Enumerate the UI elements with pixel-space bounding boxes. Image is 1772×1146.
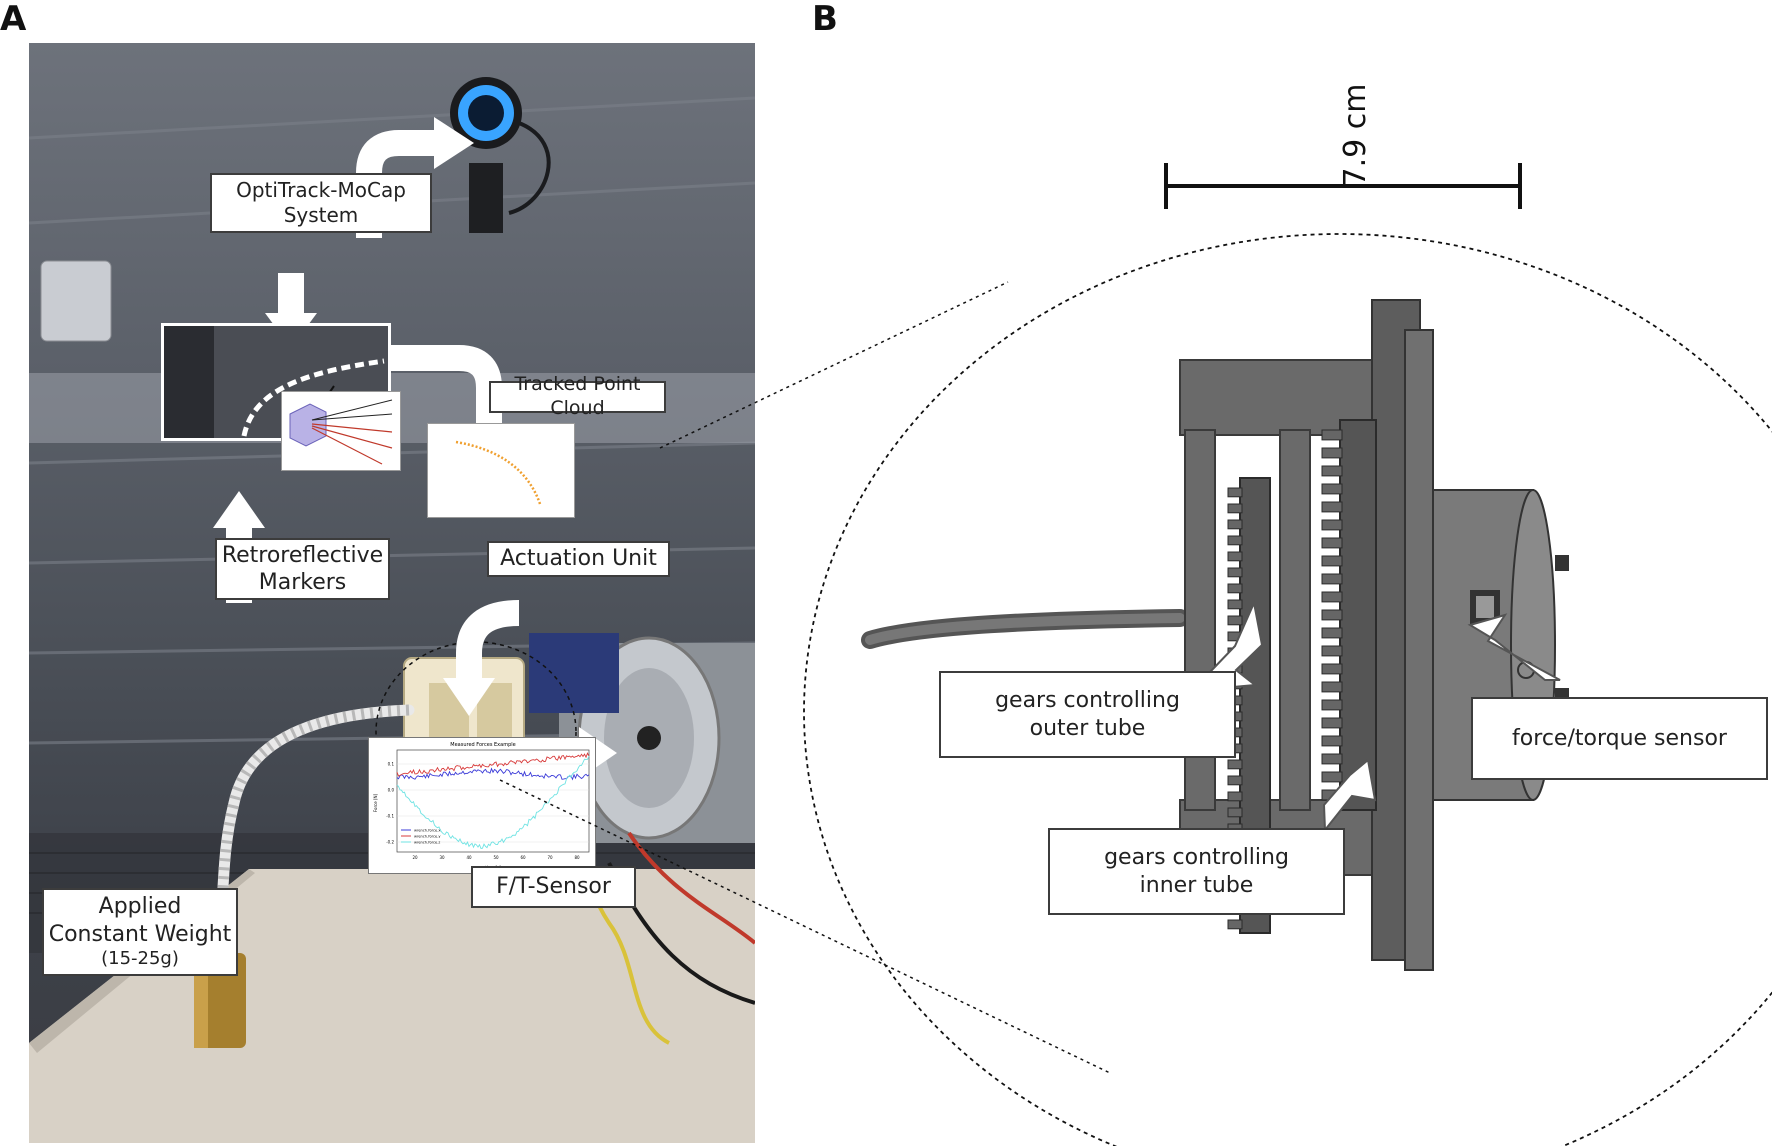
force-torque-sensor-label: force/torque sensor — [1512, 725, 1727, 751]
force-plot-xtick: 50 — [493, 855, 499, 860]
retro-label-line2: Markers — [258, 570, 347, 595]
gear-inner-tube — [1321, 419, 1377, 811]
weight-label-line3: (15-25g) — [101, 948, 179, 970]
gear-tooth — [1227, 919, 1243, 930]
gear-tooth — [1321, 483, 1343, 495]
gear-tooth — [1227, 759, 1243, 770]
continuum-tube-markers — [215, 704, 410, 924]
force-plot-xtick: 30 — [439, 855, 445, 860]
force-plot-inset: Measured Forces Example Force [N] time [… — [368, 737, 596, 874]
callout-tracked-point-cloud: Tracked Point Cloud — [489, 373, 666, 419]
gear-tooth — [1321, 465, 1343, 477]
gear-tooth — [1321, 537, 1343, 549]
scale-bar — [1164, 163, 1522, 209]
gear-tooth — [1227, 807, 1243, 818]
gear-tooth — [1227, 583, 1243, 594]
retro-label-line1: Retroreflective — [221, 542, 384, 568]
ft-sensor-label: F/T-Sensor — [496, 874, 611, 900]
gear-tooth — [1321, 447, 1343, 459]
force-plot-xtick: 60 — [520, 855, 526, 860]
callout-applied-weight: Applied Constant Weight (15-25g) — [42, 888, 238, 976]
gear-tooth — [1321, 519, 1343, 531]
force-plot-xtick: 70 — [547, 855, 553, 860]
force-series-x — [396, 767, 590, 781]
force-plot-title: Measured Forces Example — [450, 742, 515, 748]
weight-label-line1: Applied — [98, 894, 182, 920]
point-cloud-plot — [427, 423, 575, 518]
gear-tooth — [1227, 631, 1243, 642]
gear-tooth — [1227, 775, 1243, 786]
outer-tube-label-line1: gears controlling — [995, 688, 1180, 713]
callout-ft-sensor: F/T-Sensor — [471, 866, 636, 908]
tube-rendering — [861, 609, 1189, 649]
optitrack-label-line1: OptiTrack-MoCap — [236, 178, 406, 202]
optitrack-label-line2: System — [283, 203, 359, 227]
gear-tooth — [1227, 647, 1243, 658]
force-plot-legend-entry: wrench.force.y — [414, 835, 441, 839]
gear-tooth — [1227, 615, 1243, 626]
gear-tooth — [1321, 627, 1343, 639]
gear-tooth — [1321, 555, 1343, 567]
gear-tooth — [1321, 681, 1343, 693]
panel-letter-a: A — [0, 0, 27, 39]
gear-tooth — [1321, 753, 1343, 765]
gear-tooth — [1227, 487, 1243, 498]
camera-icon — [450, 77, 551, 233]
inner-tube-label-line2: inner tube — [1139, 872, 1254, 898]
gear-tooth — [1321, 771, 1343, 783]
gear-tooth — [1227, 791, 1243, 802]
gear-tooth — [1321, 717, 1343, 729]
force-plot-ytick: 0.0 — [388, 788, 395, 793]
gear-tooth — [1227, 599, 1243, 610]
gear-tooth — [1321, 609, 1343, 621]
callout-gears-inner-tube: gears controlling inner tube — [1048, 828, 1345, 915]
gear-tooth — [1321, 663, 1343, 675]
scale-bar-label: 7.9 cm — [1338, 84, 1373, 187]
wall-switch-icon — [40, 260, 112, 342]
experiment-photo: Measured Forces Example Force [N] time [… — [29, 43, 755, 1143]
rear-plate — [1371, 299, 1421, 961]
gear-tooth — [1321, 429, 1343, 441]
gear-tooth — [1227, 519, 1243, 530]
gear-tooth — [1321, 699, 1343, 711]
point-cloud-curve — [455, 440, 542, 505]
gear-tooth — [1321, 573, 1343, 585]
reflection-diagram — [281, 391, 401, 471]
force-plot-xtick: 20 — [412, 855, 418, 860]
callout-gears-outer-tube: gears controlling outer tube — [939, 671, 1236, 758]
outer-tube-label-line2: outer tube — [1029, 715, 1146, 741]
gear-tooth — [1321, 501, 1343, 513]
inner-tube-label-line1: gears controlling — [1104, 845, 1289, 870]
gear-tooth — [1227, 567, 1243, 578]
actuator-frame — [1179, 359, 1411, 876]
gear-tooth — [1227, 551, 1243, 562]
gear-tooth — [1321, 645, 1343, 657]
panel-letter-b: B — [812, 0, 838, 39]
force-plot-xtick: 80 — [574, 855, 580, 860]
force-plot-ytick: -0.2 — [386, 840, 394, 845]
callout-optitrack: OptiTrack-MoCap System — [210, 173, 432, 233]
gearbox-highlight — [375, 641, 577, 823]
force-plot-ylabel: Force [N] — [373, 793, 378, 812]
gear-tooth — [1321, 591, 1343, 603]
actuation-unit-label: Actuation Unit — [500, 546, 657, 572]
force-plot-legend-entry: wrench.force.x — [414, 829, 441, 833]
gear-tooth — [1321, 735, 1343, 747]
callout-force-torque-sensor: force/torque sensor — [1471, 697, 1768, 780]
gear-tooth — [1227, 535, 1243, 546]
force-series-y — [396, 752, 590, 777]
gear-tooth — [1321, 789, 1343, 801]
weight-label-line2: Constant Weight — [48, 921, 232, 947]
callout-actuation-unit: Actuation Unit — [487, 541, 670, 577]
force-plot-ytick: -0.1 — [386, 814, 394, 819]
force-plot-xtick: 40 — [466, 855, 472, 860]
force-plot-ytick: 0.1 — [388, 762, 395, 767]
callout-retroreflective-markers: Retroreflective Markers — [215, 538, 390, 600]
force-plot-legend-entry: wrench.force.z — [414, 841, 440, 845]
gear-tooth — [1227, 503, 1243, 514]
tracked-point-cloud-label: Tracked Point Cloud — [514, 373, 641, 419]
